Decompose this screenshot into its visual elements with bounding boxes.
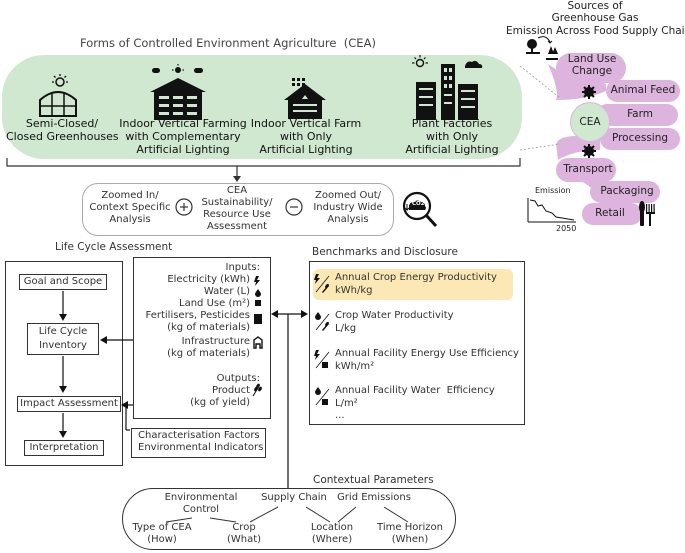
benchmark-energy-productivity: Annual Crop Energy Productivity [335,272,497,283]
stage-packaging: Packaging [600,185,654,197]
cea-form-greenhouse-label: Semi-Closed/ Closed Greenhouses [6,117,119,144]
drop-icon [255,289,261,297]
lca-step-inventory: Life Cycle Inventory [27,323,99,355]
benchmark-water-productivity: Crop Water Productivity [335,310,454,321]
emission-graph-ylabel: Emission [535,186,571,195]
benchmark-facility-energy: Annual Facility Energy Use Efficiency [335,348,519,359]
lca-title: Life Cycle Assessment [55,241,173,253]
sources-title: Sources of Greenhouse Gas Emission Acros… [506,0,685,37]
lca-input-water: Water (L) [203,286,250,297]
context-type-of-cea: Type of CEA (How) [132,522,192,545]
square-icon [322,362,328,368]
vertical-farm-complementary-icon [150,64,206,120]
lca-inventory-panel [133,257,271,419]
contextual-panel [122,488,456,550]
lca-input-land-use: Land Use (m²) [179,298,250,309]
lca-inputs-title: Inputs: [225,262,260,273]
bolt-icon [254,276,260,286]
stage-land-use-change: Land Use Change [567,53,617,78]
benchmark-highlight [313,269,513,300]
lca-step-interpretation: Interpretation [24,440,104,456]
characterisation-box: Characterisation Factors Environmental I… [131,428,266,458]
land-square-icon [255,300,261,306]
lca-step-goal-scope: Goal and Scope [19,274,107,290]
context-time-horizon: Time Horizon (When) [377,522,443,545]
benchmark-ellipsis: ... [335,410,345,421]
lca-input-fertilisers: Fertilisers, Pesticides (kg of materials… [145,310,251,333]
lca-output-product: Product (kg of yield) [190,385,250,408]
benchmark-facility-water: Annual Facility Water Efficiency [335,385,495,396]
assessment-center: CEA Sustainability/ Resource Use Assessm… [201,185,273,232]
fertiliser-bag-icon [254,314,262,324]
wheat-icon [252,383,262,397]
context-supply-chain: Supply Chain [261,492,327,503]
context-location: Location (Where) [310,522,354,545]
cea-form-complementary-label: Indoor Vertical Farming with Complementa… [119,117,247,157]
stage-animal-feed: Animal Feed [610,84,676,96]
context-crop: Crop (What) [226,522,262,545]
stage-transport: Transport [563,163,613,175]
co2-magnifier-icon [402,191,438,228]
context-environmental-control: Environmental Control [164,492,238,515]
contextual-title: Contextual Parameters [313,474,434,486]
benchmarks-title: Benchmarks and Disclosure [312,246,458,258]
lca-step-impact-assessment: Impact Assessment [17,396,121,412]
benchmark-energy-productivity-unit: kWh/kg [335,285,373,296]
cea-forms-title: Forms of Controlled Environment Agricult… [80,36,376,50]
bolt-icon [314,350,320,360]
plant-factory-icon [412,55,483,120]
lca-input-electricity: Electricity (kWh) [167,274,250,285]
benchmark-facility-energy-unit: kWh/m² [335,361,375,372]
drop-icon [315,387,321,395]
lca-outputs-title: Outputs: [216,373,260,384]
assessment-panel [82,183,394,236]
assessment-zoomed-in: Zoomed In/ Context Specific Analysis [89,190,171,225]
stage-retail: Retail [595,207,625,219]
vertical-farm-artificial-icon [284,78,326,119]
zoom-out-icon [285,198,303,216]
context-grid-emissions: Grid Emissions [337,492,411,503]
zoom-in-icon [175,198,193,216]
supply-chain-cea-label: CEA [579,116,601,128]
assessment-zoomed-out: Zoomed Out/ Industry Wide Analysis [313,190,383,225]
co2-label: CO2 [412,201,425,207]
bolt-icon [314,274,320,284]
infrastructure-icon [253,336,263,349]
greenhouse-icon [39,74,77,117]
cea-form-indoor-label: Indoor Vertical Farm with Only Artificia… [250,117,362,157]
cea-form-plant-factory-label: Plant Factories with Only Artificial Lig… [405,117,499,157]
emission-graph-xlabel: 2050 [556,224,577,233]
drop-icon [315,312,321,320]
square-icon [322,399,328,405]
benchmark-water-productivity-unit: L/kg [335,323,357,334]
lca-input-infrastructure: Infrastructure (kg of materials) [167,336,250,359]
stage-farm: Farm [627,108,653,120]
stage-processing: Processing [611,132,669,144]
benchmark-facility-water-unit: L/m² [335,398,358,409]
